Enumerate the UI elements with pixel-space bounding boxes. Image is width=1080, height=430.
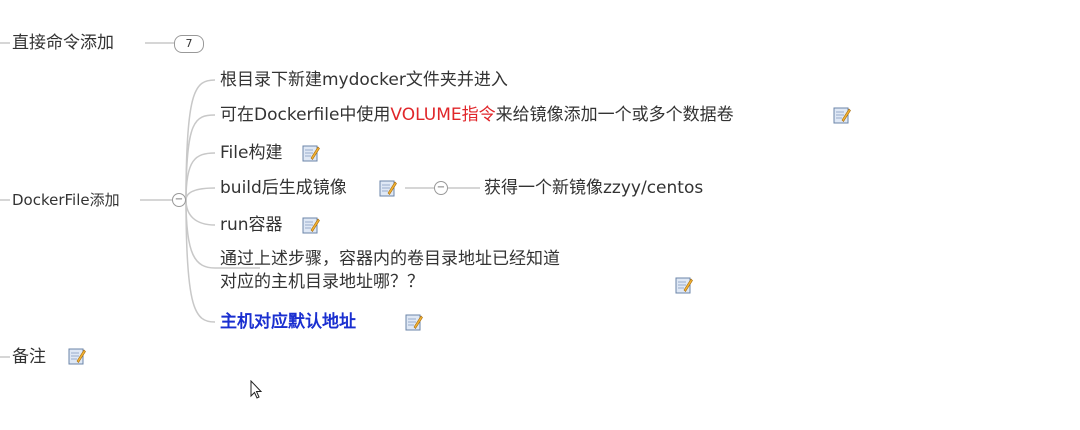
note-pencil-icon[interactable] [302,216,320,234]
note-pencil-icon[interactable] [68,347,86,365]
note-pencil-icon[interactable] [675,276,693,294]
note-pencil-icon[interactable] [833,106,851,124]
child-host-default[interactable]: 主机对应默认地址 [220,312,356,332]
node-dockerfile[interactable]: DockerFile添加 [12,191,120,209]
child-run-container[interactable]: run容器 [220,215,283,235]
node-direct-command[interactable]: 直接命令添加 [12,33,114,53]
collapse-toggle-build[interactable]: − [434,181,448,195]
volume-text-prefix: 可在Dockerfile中使用 [220,105,391,125]
note-pencil-icon[interactable] [302,144,320,162]
collapse-toggle-dockerfile[interactable]: − [172,193,186,207]
node-remarks[interactable]: 备注 [12,347,46,367]
child-mkdir[interactable]: 根目录下新建mydocker文件夹并进入 [220,70,508,90]
child-volume[interactable]: 可在Dockerfile中使用VOLUME指令来给镜像添加一个或多个数据卷 [220,104,734,126]
note-pencil-icon[interactable] [405,313,423,331]
child-build-result[interactable]: 获得一个新镜像zzyy/centos [484,178,704,198]
note-pencil-icon[interactable] [379,179,397,197]
child-question-line1[interactable]: 通过上述步骤，容器内的卷目录地址已经知道 [220,249,560,269]
child-file-build[interactable]: File构建 [220,143,283,163]
volume-text-suffix: 来给镜像添加一个或多个数据卷 [495,105,734,125]
child-question-line2[interactable]: 对应的主机目录地址哪？？ [220,272,424,292]
child-build-image[interactable]: build后生成镜像 [220,178,347,198]
collapsed-count-badge[interactable]: 7 [174,35,204,53]
volume-keyword: VOLUME指令 [390,105,496,125]
mouse-cursor-icon [250,380,263,399]
